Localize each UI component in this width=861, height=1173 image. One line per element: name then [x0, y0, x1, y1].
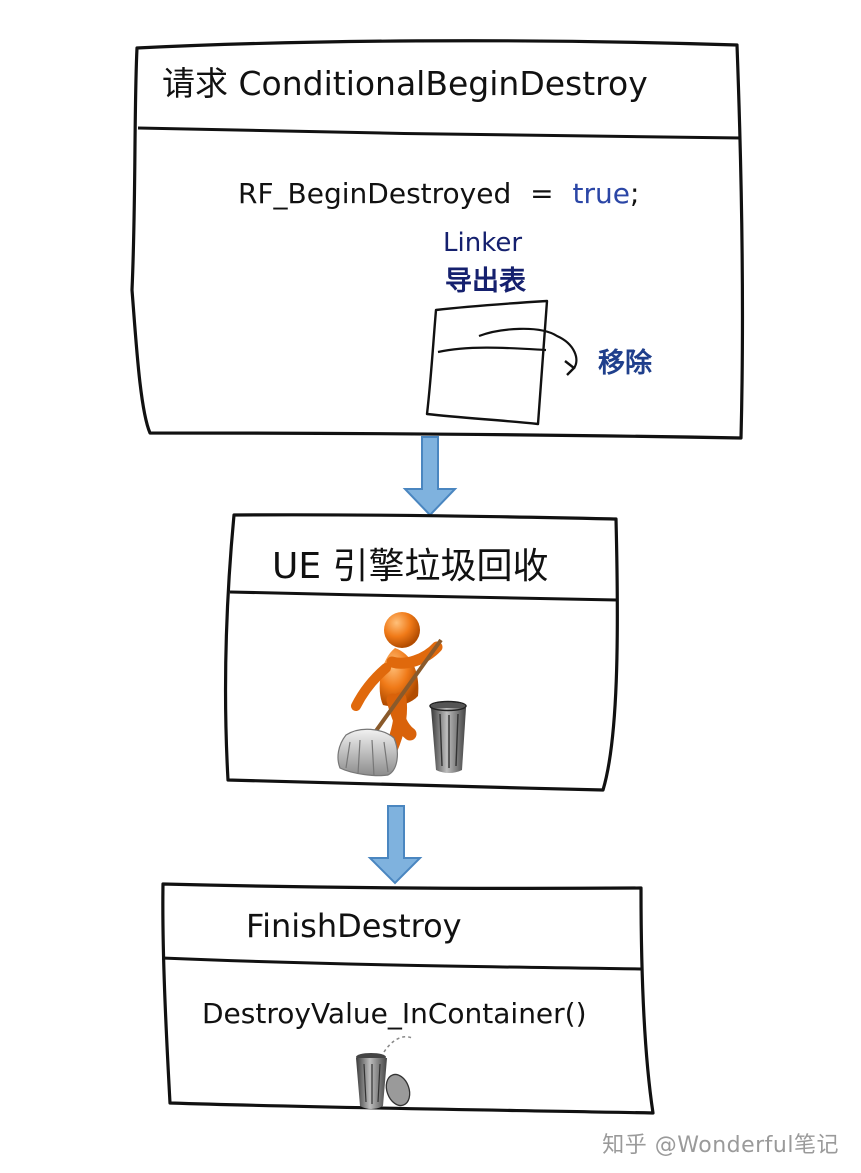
flag-semicolon: ;	[630, 177, 639, 210]
watermark-text: 知乎 @Wonderful笔记	[602, 1133, 839, 1158]
box-conditional-begin-destroy: 请求 ConditionalBeginDestroy RF_BeginDestr…	[130, 39, 745, 440]
flag-equals: =	[530, 177, 553, 210]
box1-header-divider	[137, 126, 742, 140]
flow-arrow-1	[402, 436, 458, 517]
trash-can-icon	[429, 700, 467, 773]
box1-border	[130, 39, 745, 440]
flag-value-true: true	[573, 177, 630, 210]
box-finish-destroy: FinishDestroy DestroyValue_InContainer()	[161, 882, 655, 1115]
janitor-mopping-figure	[337, 612, 443, 777]
box-garbage-collection: UE 引擎垃圾回收	[223, 513, 619, 792]
export-table-label: 导出表	[445, 266, 526, 297]
box3-title: FinishDestroy	[246, 907, 462, 945]
destroy-value-call: DestroyValue_InContainer()	[202, 997, 587, 1030]
box2-title: UE 引擎垃圾回收	[272, 546, 549, 587]
linker-label: Linker	[443, 228, 522, 258]
box2-header-divider	[229, 590, 618, 602]
box1-title: 请求 ConditionalBeginDestroy	[162, 64, 648, 103]
trash-can-with-lid-icon	[356, 1036, 413, 1109]
export-table-sketch	[425, 299, 578, 426]
flag-name: RF_BeginDestroyed	[238, 177, 511, 210]
flow-arrow-2	[367, 805, 423, 885]
remove-label: 移除	[598, 347, 653, 379]
remove-arrow-head	[564, 360, 576, 376]
flag-statement: RF_BeginDestroyed = true;	[238, 177, 639, 210]
box2-border	[223, 513, 619, 792]
box3-border	[161, 882, 655, 1115]
box3-header-divider	[161, 956, 642, 971]
